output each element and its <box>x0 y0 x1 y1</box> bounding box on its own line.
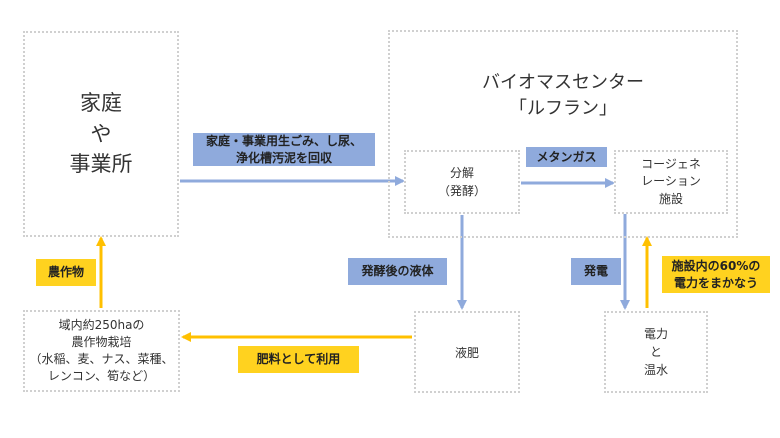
text-line: 分解 <box>449 166 474 180</box>
text-line: 家庭 <box>80 91 122 116</box>
text-line: （水稲、麦、ナス、菜種、 <box>29 352 174 366</box>
post-fermentation-liquid-label: 発酵後の液体 <box>348 258 447 285</box>
farming-box: 域内約250haの農作物栽培 （水稲、麦、ナス、菜種、レンコン、筍など） <box>23 310 180 392</box>
liquid-fertilizer-box: 液肥 <box>414 311 520 393</box>
text-line: 発電 <box>583 264 608 279</box>
text-line: 温水 <box>643 363 668 377</box>
text-line: 域内約250haの <box>58 318 145 333</box>
text-line: 施設 <box>658 191 683 206</box>
methane-gas-label: メタンガス <box>526 147 607 167</box>
text-line: （発酵） <box>437 184 486 198</box>
power-hot-water-box: 電力と温水 <box>604 311 708 393</box>
fertilizer-use-label: 肥料として利用 <box>238 346 359 373</box>
text-line: 肥料として利用 <box>256 352 341 367</box>
text-line: 電力 <box>643 327 668 341</box>
text-line: 家庭・事業用生ごみ、し尿、 <box>205 134 362 149</box>
biomass-center-title: バイオマスセンター「ルフラン」 <box>482 70 644 122</box>
collection-label: 家庭・事業用生ごみ、し尿、浄化槽汚泥を回収 <box>193 133 375 166</box>
cogeneration-box: コージェネレーション施設 <box>614 150 728 214</box>
text-line: 施設内の60%の <box>671 259 761 274</box>
facility-power-label: 施設内の60%の電力をまかなう <box>662 256 770 293</box>
text-line: 農作物栽培 <box>71 335 132 350</box>
text-line: メタンガス <box>536 149 597 164</box>
household-box: 家庭や事業所 <box>23 31 179 237</box>
text-line: コージェネ <box>641 156 701 171</box>
text-line: 液肥 <box>454 345 479 360</box>
text-line: や <box>90 121 112 146</box>
text-line: レンコン、筍など） <box>47 368 156 383</box>
decomposition-box: 分解 （発酵） <box>404 150 520 214</box>
text-line: 浄化槽汚泥を回収 <box>235 150 332 165</box>
text-line: レーション <box>641 174 701 189</box>
text-line: 「ルフラン」 <box>509 98 617 120</box>
text-line: 事業所 <box>69 152 133 177</box>
power-generation-label: 発電 <box>571 258 621 285</box>
crops-label: 農作物 <box>36 259 96 286</box>
text-line: 農作物 <box>47 265 84 280</box>
text-line: 発酵後の液体 <box>361 264 434 279</box>
text-line: と <box>649 345 662 359</box>
text-line: バイオマスセンター <box>482 72 644 93</box>
text-line: 電力をまかなう <box>673 275 758 290</box>
biomass-center-box: バイオマスセンター「ルフラン」 <box>388 30 738 238</box>
